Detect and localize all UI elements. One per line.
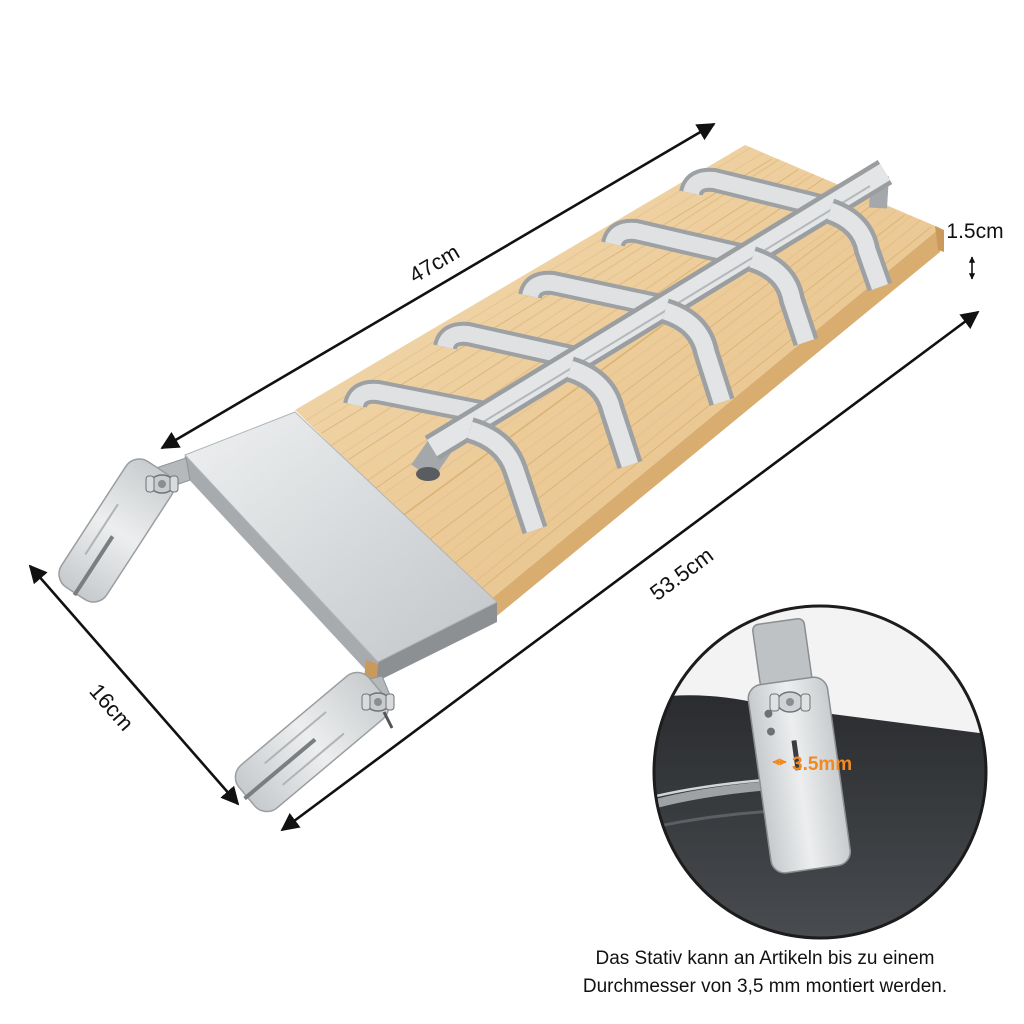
- dimension-thickness-label: 1.5cm: [946, 220, 1003, 243]
- bar-mount-hole: [416, 467, 440, 481]
- dimension-thickness: 1.5cm: [946, 220, 1004, 280]
- upper-clamp: [58, 457, 191, 603]
- inset-clamp-hole: [766, 727, 775, 736]
- dimension-width-label: 16cm: [85, 679, 139, 736]
- caption-line-2: Durchmesser von 3,5 mm montiert werden.: [583, 976, 947, 997]
- paddle-slot: [84, 503, 119, 556]
- inset-clamp-paddle: [747, 676, 852, 874]
- inset-clamp: [747, 617, 852, 874]
- wing-nut-icon: [769, 691, 811, 713]
- board-end-face: [935, 226, 944, 252]
- wing-nut-icon: [145, 474, 179, 494]
- inset-clamp-slot: [791, 740, 801, 771]
- detail-inset: 3.5mm: [652, 604, 988, 940]
- inset-border: [652, 604, 988, 940]
- caption: Das Stativ kann an Artikeln bis zu einem…: [583, 948, 947, 997]
- dimension-top-length-label: 47cm: [405, 239, 464, 288]
- lower-fin: [747, 246, 819, 347]
- inset-gap-label: 3.5mm: [792, 754, 852, 775]
- inset-clamp-hole: [764, 709, 773, 718]
- caption-line-1: Das Stativ kann an Artikeln bis zu einem: [595, 948, 934, 969]
- lower-fin: [825, 198, 893, 292]
- lower-clamp: [234, 671, 395, 813]
- dimension-width: 16cm: [28, 564, 240, 806]
- lower-clamp-paddle: [234, 671, 390, 813]
